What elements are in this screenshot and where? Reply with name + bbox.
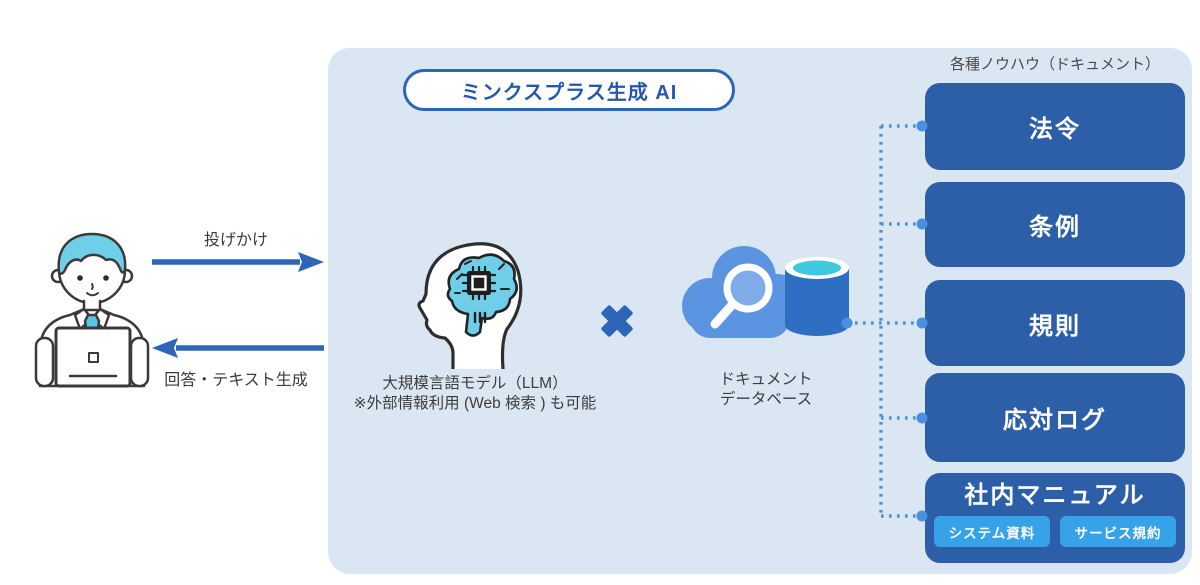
database-cylinder-icon	[785, 257, 849, 336]
llm-caption: 大規模言語モデル（LLM） ※外部情報利用 (Web 検索 ) も可能	[345, 374, 605, 414]
connector-dots-icon	[841, 120, 928, 522]
service-terms-tag: サービス規約	[1060, 516, 1176, 547]
search-icon	[710, 263, 773, 329]
database-caption-line1: ドキュメント	[719, 371, 813, 388]
knowledge-box-law: 法令	[925, 83, 1185, 170]
system-docs-tag: システム資料	[934, 516, 1050, 547]
cloud-search-icon	[682, 246, 849, 338]
llm-caption-line1: 大規模言語モデル（LLM）	[382, 375, 568, 392]
llm-caption-line2: ※外部情報利用 (Web 検索 ) も可能	[353, 395, 597, 412]
request-arrow-icon	[152, 252, 324, 272]
response-arrow-icon	[152, 338, 324, 358]
product-badge: ミンクスプラス生成 AI	[403, 69, 735, 111]
internal-manual-sub-row: システム資料 サービス規約	[934, 516, 1176, 547]
request-label: 投げかけ	[203, 232, 268, 249]
knowledge-box-internal-manual: 社内マニュアル システム資料 サービス規約	[925, 473, 1185, 563]
knowledge-heading: 各種ノウハウ（ドキュメント）	[949, 56, 1160, 73]
user-illustration	[34, 232, 150, 388]
database-caption-line2: データベース	[719, 391, 813, 408]
llm-brain-icon	[417, 242, 523, 369]
database-caption: ドキュメント データベース	[686, 370, 846, 410]
knowledge-box-rules: 規則	[925, 280, 1185, 366]
multiply-icon	[601, 305, 633, 337]
genai-panel: ミンクスプラス生成 AI 大規模言語モデル（LLM） ※外部情報利用	[328, 48, 1192, 574]
response-label: 回答・テキスト生成	[164, 372, 308, 389]
internal-manual-label: 社内マニュアル	[964, 482, 1146, 509]
knowledge-box-response-log: 応対ログ	[925, 373, 1185, 462]
knowledge-box-ordinance: 条例	[925, 182, 1185, 267]
